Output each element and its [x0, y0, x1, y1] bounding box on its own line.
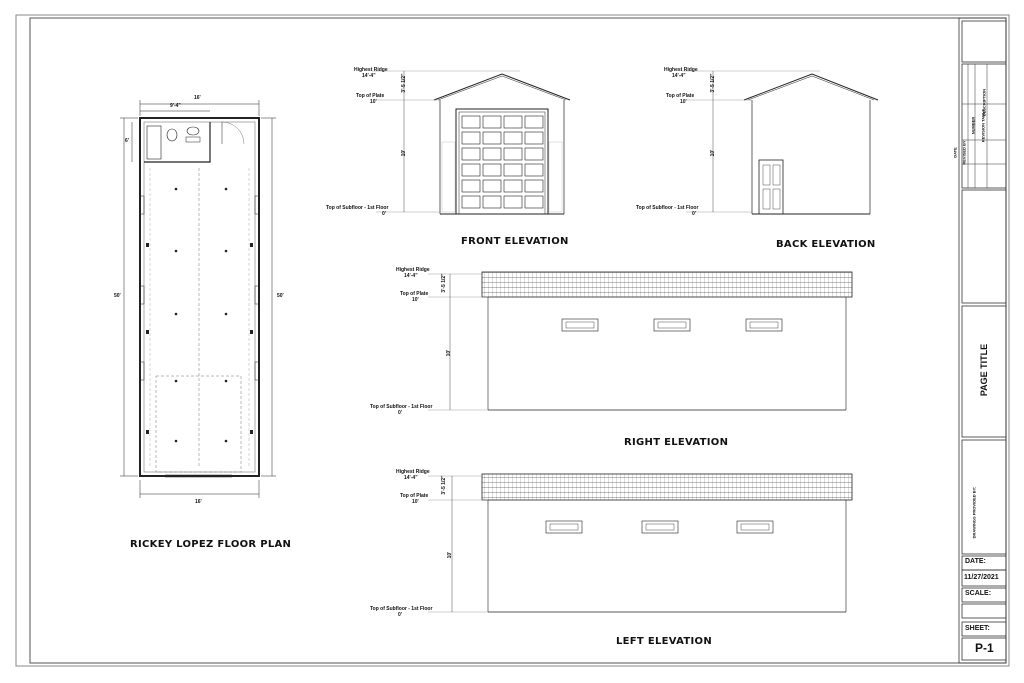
right-plate-value: 10': [412, 297, 419, 303]
back-ridge-value: 14'-4": [672, 73, 686, 79]
floor-plan-fixtures: [146, 187, 253, 443]
sheet-inner-border: [29, 17, 1007, 664]
right-wall-dim: 10': [446, 349, 452, 357]
left-plate-label: Top of Plate: [400, 493, 429, 499]
back-wall-dim: 10': [710, 149, 716, 157]
right-plate-label: Top of Plate: [400, 291, 429, 297]
sheet-outer-border: [15, 14, 1010, 667]
revision-header-number: NUMBER: [970, 116, 976, 135]
left-ridge-value: 14'-4": [404, 475, 418, 481]
floor-plan-inner-dim: 9'-4": [170, 103, 181, 109]
front-wall-dim: 10': [401, 149, 407, 157]
scale-label: SCALE:: [965, 590, 992, 597]
floor-plan-width-bottom-dim: 16': [195, 499, 202, 505]
back-subfloor-label: Top of Subfloor - 1st Floor: [636, 205, 699, 211]
back-elevation-drawing: [682, 70, 879, 215]
left-subfloor-value: 0': [398, 612, 402, 618]
date-value: 11/27/2021: [964, 574, 999, 581]
revision-header-description: DESCRIPTION: [981, 88, 987, 117]
left-elevation-title: LEFT ELEVATION: [616, 636, 713, 647]
right-roof-dim: 3'-5 1/2": [441, 273, 447, 293]
back-ridge-label: Highest Ridge: [664, 67, 698, 73]
left-elevation-drawing: [428, 473, 853, 613]
right-ridge-label: Highest Ridge: [396, 267, 430, 273]
page-title-label: PAGE TITLE: [979, 343, 989, 397]
date-label: DATE:: [965, 558, 986, 565]
right-subfloor-value: 0': [398, 410, 402, 416]
floor-plan-width-top-dim: 16': [194, 95, 201, 101]
back-plate-label: Top of Plate: [666, 93, 695, 99]
title-block: [958, 17, 1007, 664]
revision-header-revised-by: REVISED BY: [961, 140, 967, 165]
right-elevation-title: RIGHT ELEVATION: [624, 437, 729, 448]
front-elevation-title: FRONT ELEVATION: [461, 236, 569, 247]
front-ridge-label: Highest Ridge: [354, 67, 388, 73]
floor-plan-title: RICKEY LOPEZ FLOOR PLAN: [130, 539, 292, 550]
sheet-label: SHEET:: [965, 625, 990, 632]
back-roof-dim: 3'-5 1/2": [710, 73, 716, 93]
sheet-number: P-1: [975, 641, 994, 655]
left-ridge-label: Highest Ridge: [396, 469, 430, 475]
drawings-provided-by-label: DRAWINGS PROVIDED BY:: [971, 486, 977, 539]
front-elevation-drawing: [372, 70, 571, 215]
right-elevation-drawing: [428, 271, 853, 411]
floor-plan-bath-dim: 6': [125, 138, 129, 144]
left-roof-dim: 3'-5 1/2": [441, 475, 447, 495]
back-subfloor-value: 0': [692, 211, 696, 217]
back-plate-value: 10': [680, 99, 687, 105]
floor-plan-length-left-dim: 50': [114, 293, 121, 299]
front-garage-door-panels: [461, 115, 544, 209]
front-ridge-value: 14'-4": [362, 73, 376, 79]
front-subfloor-label: Top of Subfloor - 1st Floor: [326, 205, 389, 211]
front-plate-label: Top of Plate: [356, 93, 385, 99]
floor-plan-drawing: [120, 100, 276, 498]
front-roof-dim: 3'-5 1/2": [401, 73, 407, 93]
back-elevation-title: BACK ELEVATION: [776, 239, 876, 250]
right-subfloor-label: Top of Subfloor - 1st Floor: [370, 404, 433, 410]
right-ridge-value: 14'-4": [404, 273, 418, 279]
front-subfloor-value: 0': [382, 211, 386, 217]
left-plate-value: 10': [412, 499, 419, 505]
left-wall-dim: 10': [447, 551, 453, 559]
floor-plan-length-right-dim: 50': [277, 293, 284, 299]
front-plate-value: 10': [370, 99, 377, 105]
left-subfloor-label: Top of Subfloor - 1st Floor: [370, 606, 433, 612]
revision-header-date: DATE: [952, 147, 958, 158]
